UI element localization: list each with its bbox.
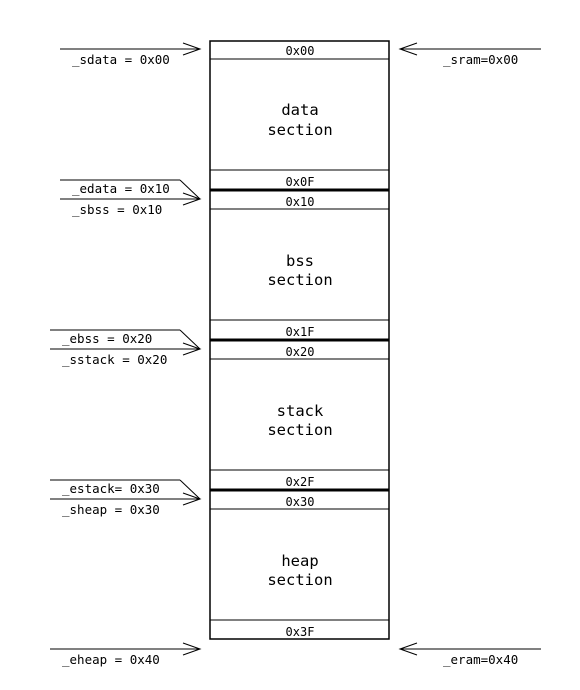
section-label-data: data xyxy=(281,101,318,119)
symbol-label-eheap: _eheap = 0x40 xyxy=(62,652,160,667)
address-label-bss-end: 0x1F xyxy=(286,325,315,339)
arrow-estack-sheap xyxy=(50,479,202,506)
arrow-eram xyxy=(398,642,541,656)
symbol-label-estack: _estack= 0x30 xyxy=(62,481,160,496)
address-label-stack-start: 0x20 xyxy=(286,345,315,359)
arrow-sram xyxy=(398,42,541,56)
address-label-bss-start: 0x10 xyxy=(286,195,315,209)
symbol-label-eram: _eram=0x40 xyxy=(443,652,518,667)
section-label-stack: stack xyxy=(277,402,324,420)
section-label-data-suffix: section xyxy=(267,121,332,139)
address-label-heap-start: 0x30 xyxy=(286,495,315,509)
symbol-label-sdata: _sdata = 0x00 xyxy=(72,52,170,67)
symbol-label-edata: _edata = 0x10 xyxy=(72,181,170,196)
arrow-edata-sbss xyxy=(60,179,202,206)
section-label-heap: heap xyxy=(281,552,318,570)
address-label-data-end: 0x0F xyxy=(286,175,315,189)
symbol-label-sstack: _sstack = 0x20 xyxy=(62,352,167,367)
section-label-bss: bss xyxy=(286,252,314,270)
section-label-bss-suffix: section xyxy=(267,271,332,289)
arrow-sdata xyxy=(60,42,202,56)
section-label-stack-suffix: section xyxy=(267,421,332,439)
address-label-data-start: 0x00 xyxy=(286,44,315,58)
symbol-label-ebss: _ebss = 0x20 xyxy=(62,331,152,346)
arrow-ebss-sstack xyxy=(50,329,202,356)
symbol-label-sram: _sram=0x00 xyxy=(443,52,518,67)
symbol-label-sbss: _sbss = 0x10 xyxy=(72,202,162,217)
address-label-stack-end: 0x2F xyxy=(286,475,315,489)
arrow-eheap xyxy=(50,642,202,656)
section-label-heap-suffix: section xyxy=(267,571,332,589)
symbol-label-sheap: _sheap = 0x30 xyxy=(62,502,160,517)
address-label-heap-end: 0x3F xyxy=(286,625,315,639)
